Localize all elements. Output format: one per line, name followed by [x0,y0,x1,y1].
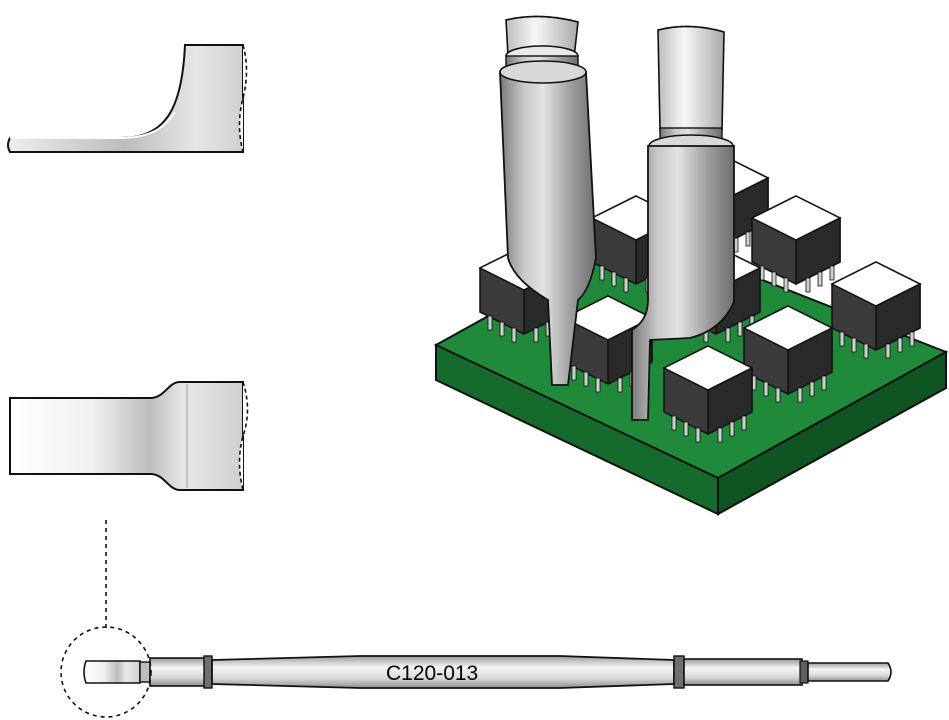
full-cartridge: C120-013 [83,655,892,689]
top-view-tip [9,381,249,491]
detail-callout-circle [60,626,152,718]
side-view-tip [7,44,248,153]
right-desoldering-tip [631,25,735,421]
left-desoldering-tip [499,15,597,386]
pcb-board-side-right [717,350,947,516]
tip-part-number: C120-013 [386,662,478,685]
desoldering-illustration [433,15,949,516]
